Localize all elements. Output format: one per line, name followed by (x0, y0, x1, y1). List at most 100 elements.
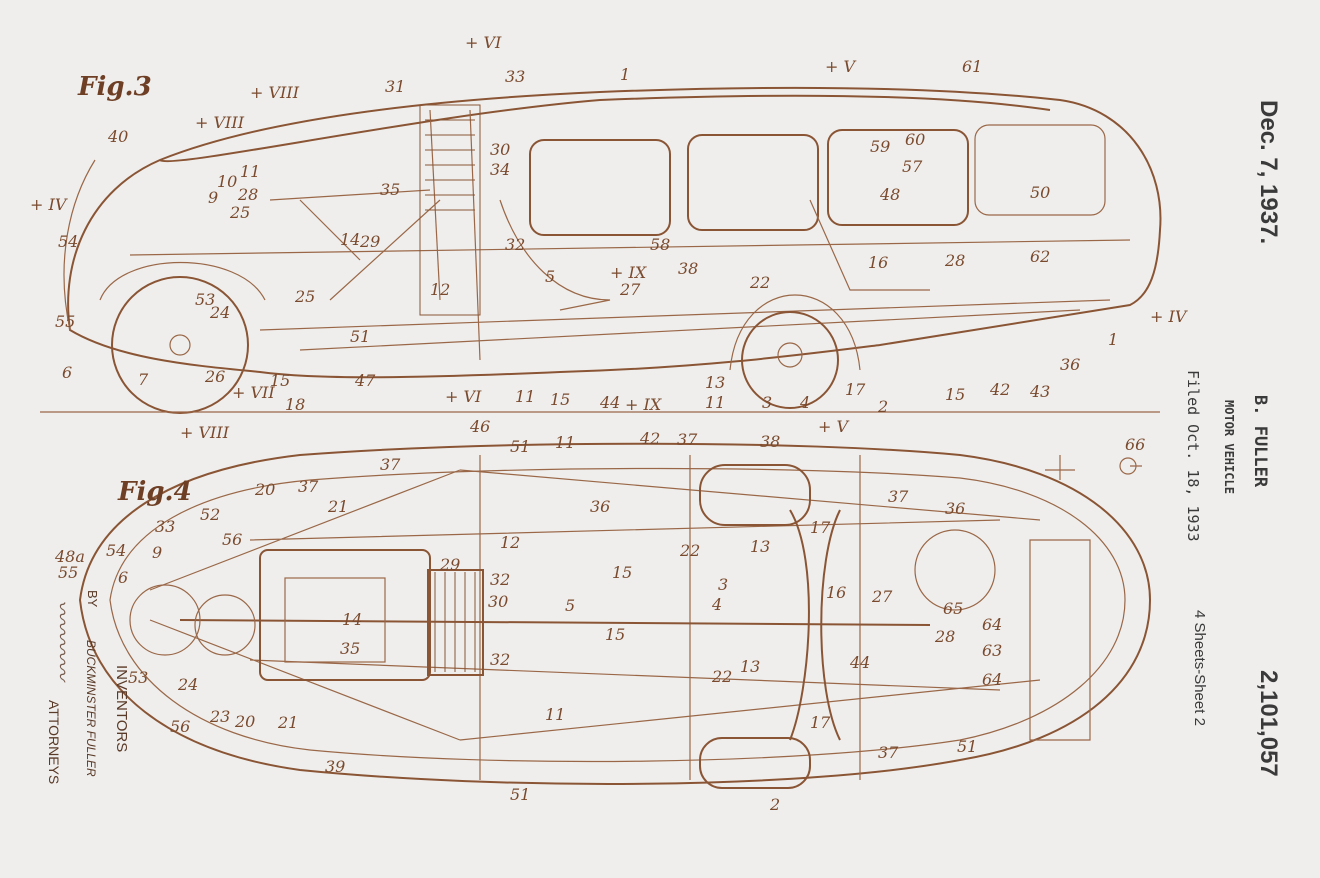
fig4-part-label: 37 (888, 487, 909, 506)
fig3-part-label: 15 (270, 371, 290, 390)
fig3-part-label: 14 (340, 230, 360, 249)
fig4-part-label: 64 (982, 615, 1002, 634)
fig3-part-label: 50 (1030, 183, 1050, 202)
fig3-part-label: 51 (350, 327, 370, 346)
fig3-part-label: 13 (705, 373, 725, 392)
fig4-part-label: 37 (878, 743, 899, 762)
fig4-part-label: 23 (209, 707, 230, 726)
fig3-part-label: 6 (62, 363, 72, 382)
fig3-part-label: 44 (599, 393, 620, 412)
fig3-part-label: 61 (962, 57, 982, 76)
fig3-body-outline (67, 86, 1162, 379)
fig4-part-label: 2 (769, 795, 780, 814)
fig3-part-label: 10 (217, 172, 237, 191)
fig4-part-label: 17 (810, 713, 831, 732)
fig3-part-label: 5 (545, 267, 555, 286)
section-marker: + IX (610, 263, 647, 282)
fig4-body-outline (78, 442, 1152, 785)
fig3-part-label: 27 (619, 280, 641, 299)
fig4-part-label: 30 (488, 592, 508, 611)
fig3-part-label: 55 (55, 312, 75, 331)
fig4-part-label: 37 (298, 477, 319, 496)
fig4-part-label: 32 (490, 650, 510, 669)
fig4-part-label: 4 (711, 595, 722, 614)
inventor-surname: B. FULLER (1250, 395, 1270, 488)
fig3-part-label: 1 (620, 65, 630, 84)
fig4-part-label: 38 (760, 432, 780, 451)
fig4-part-label: 22 (679, 541, 700, 560)
attorneys-label: ATTORNEYS (46, 700, 62, 785)
section-marker: + VIII (180, 423, 230, 442)
fig4-part-label: 22 (711, 667, 732, 686)
fig3-part-label: 47 (354, 371, 376, 390)
fig3-part-label: 17 (845, 380, 866, 399)
patent-number: 2,101,057 (1255, 670, 1282, 777)
fig4-part-label: 63 (982, 641, 1002, 660)
fig4-part-label: 65 (943, 599, 963, 618)
fig4-part-label: 11 (555, 433, 575, 452)
fig3-part-label: 4 (799, 393, 810, 412)
fig3-part-label: 53 (195, 290, 215, 309)
fig3-part-label: 34 (490, 160, 510, 179)
fig3-part-label: 48 (879, 185, 900, 204)
fig3-part-label: 42 (989, 380, 1010, 399)
fig3-part-label: 28 (237, 185, 258, 204)
fig4-part-label: 20 (254, 480, 275, 499)
fig4-part-label: 28 (934, 627, 955, 646)
fig4-title: Fig.4 (117, 477, 192, 507)
fig4-part-label: 29 (439, 555, 460, 574)
fig4-part-label: 51 (957, 737, 977, 756)
fig4-part-label: 14 (342, 610, 362, 629)
section-marker: + IV (1150, 307, 1188, 326)
fig3-part-label: 30 (490, 140, 510, 159)
fig4-part-label: 17 (810, 518, 831, 537)
fig4-part-label: 3 (718, 575, 728, 594)
fig3-part-label: 15 (550, 390, 570, 409)
fig3-part-label: 31 (385, 77, 405, 96)
section-marker: + IV (30, 195, 68, 214)
fig4-part-label: 33 (155, 517, 175, 536)
attorney-signature: 〰〰〰〰 (50, 600, 74, 680)
fig3-part-label: 33 (505, 67, 525, 86)
fig3-part-label: 1 (1108, 330, 1118, 349)
fig3-part-label: 38 (678, 259, 698, 278)
fig4-part-label: 6 (118, 568, 128, 587)
fig4-part-label: 37 (380, 455, 401, 474)
fig3-part-label: 3 (762, 393, 772, 412)
fig4-part-label: 36 (590, 497, 610, 516)
fig3-part-label: 32 (505, 235, 525, 254)
fig4-part-label: 15 (612, 563, 632, 582)
fig3-part-label: 22 (749, 273, 770, 292)
fig3-part-label: 58 (650, 235, 670, 254)
fig4-part-label: 32 (490, 570, 510, 589)
fig4-part-label: 12 (500, 533, 520, 552)
fig3-part-label: 12 (430, 280, 450, 299)
inventor-name: BUCKMINSTER FULLER (84, 640, 98, 777)
fig4-part-label: 27 (871, 587, 893, 606)
fig3-part-label: 36 (1060, 355, 1080, 374)
fig4-wheel-top (699, 464, 811, 526)
fig4-part-label: 37 (677, 430, 698, 449)
fig3-part-label: 29 (359, 232, 380, 251)
fig4-part-label: 53 (128, 668, 148, 687)
fig4-top-view (78, 442, 1152, 789)
fig4-part-label: 35 (340, 639, 360, 658)
fig3-part-label: 11 (705, 393, 725, 412)
fig3-part-label: 62 (1030, 247, 1050, 266)
filed-date: Filed Oct. 18, 1933 (1184, 370, 1202, 542)
fig4-part-label: 24 (177, 675, 198, 694)
patent-date: Dec. 7, 1937. (1255, 100, 1282, 245)
fig3-part-label: 2 (877, 397, 888, 416)
fig4-part-label: 16 (826, 583, 846, 602)
fig3-part-label: 18 (285, 395, 305, 414)
by-label: BY (85, 590, 100, 608)
fig3-part-label: 9 (208, 188, 218, 207)
fig4-part-label: 36 (945, 499, 965, 518)
section-marker: + V (818, 417, 849, 436)
fig3-part-label: 28 (944, 251, 965, 270)
section-marker: + VI (445, 387, 482, 406)
fig4-part-label: 15 (605, 625, 625, 644)
fig3-part-label: 40 (107, 127, 128, 146)
